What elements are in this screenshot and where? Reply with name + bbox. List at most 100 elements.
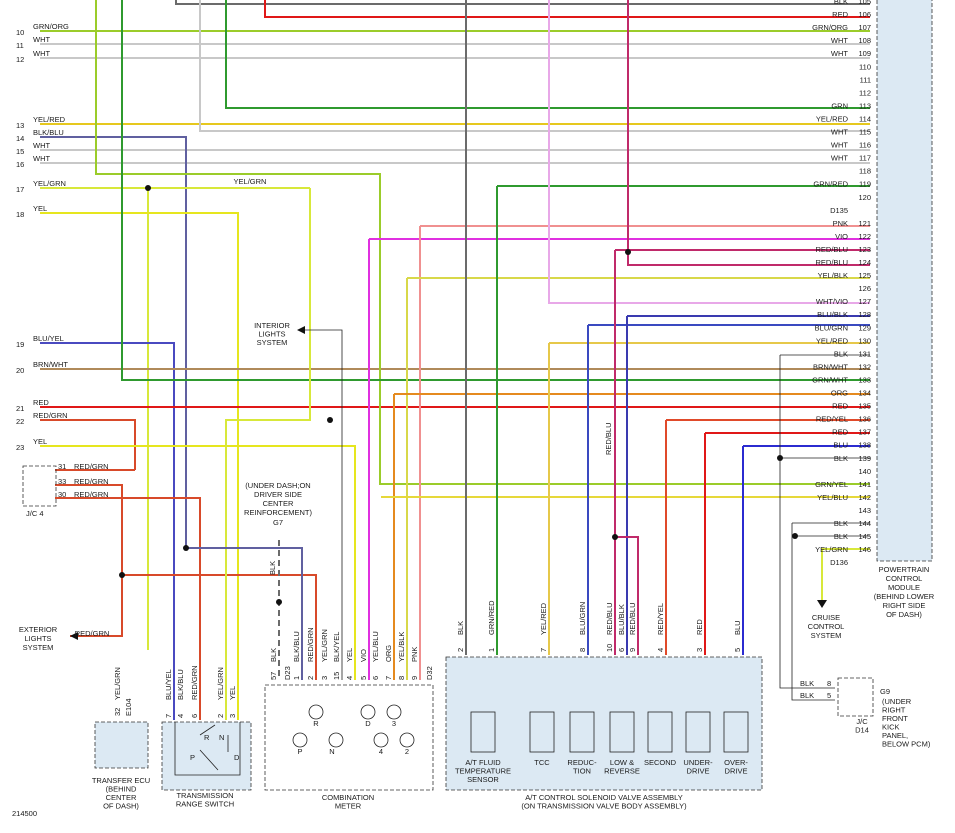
pcm-pin-number: 106	[858, 10, 871, 19]
left-pin-wire-label: RED/GRN	[33, 411, 68, 420]
pcm-pin-number: 125	[858, 271, 871, 280]
solenoid-item-label: DRIVE	[725, 767, 748, 776]
left-pin-number: 22	[16, 417, 24, 426]
pcm-wire-label: VIO	[835, 232, 848, 241]
trs-caption: RANGE SWITCH	[176, 800, 234, 809]
pcm-wire-label: BRN/WHT	[813, 362, 848, 371]
pcm-pin-number: 146	[858, 545, 871, 554]
solenoid-item-label: A/T FLUID	[465, 758, 501, 767]
pcm-wire-label: BLK	[834, 532, 848, 541]
left-pin-wire-label: GRN/ORG	[33, 22, 69, 31]
trs-pin: 2	[216, 714, 225, 718]
trs-caption: TRANSMISSION	[176, 791, 233, 800]
pcm-wire-label: D136	[830, 558, 848, 567]
pcm-pin-number: 113	[859, 101, 871, 110]
meter-lamp-icon	[373, 732, 389, 748]
pcm-wire-label: WHT/VIO	[816, 297, 848, 306]
solenoid-coil-icon	[470, 711, 496, 753]
transfer-ecu-box	[94, 721, 149, 769]
trs-pin: 6	[190, 714, 199, 718]
meter-wire-label: PNK	[410, 647, 419, 662]
cruise-control-label: CRUISE	[812, 613, 840, 622]
pcm-wire-label: BLU	[833, 441, 848, 450]
left-pin-wire-label: YEL/RED	[33, 115, 66, 124]
trs-wire-label: BLK/BLU	[176, 669, 185, 700]
pcm-caption: RIGHT SIDE	[883, 601, 926, 610]
pcm-pin-number: 111	[860, 75, 871, 84]
meter-pin: 9	[410, 676, 419, 680]
meter-conn-d23: D23	[283, 666, 292, 680]
solenoid-pin: 7	[539, 648, 548, 652]
left-pin-number: 23	[16, 443, 24, 452]
pcm-pin-number: 130	[858, 336, 871, 345]
solenoid-caption: A/T CONTROL SOLENOID VALVE ASSEMBLY	[525, 793, 683, 802]
solenoid-item-label: REDUC-	[567, 758, 597, 767]
solenoid-item-label: SENSOR	[467, 775, 499, 784]
meter-pin: 4	[345, 676, 354, 680]
pcm-pin-number: 137	[858, 428, 871, 437]
meter-lamp-label: N	[329, 747, 334, 756]
pcm-wire-label: GRN/YEL	[815, 480, 848, 489]
pcm-wire-label: BLK	[834, 349, 848, 358]
pcm-pin-number: 127	[858, 297, 871, 306]
pcm-pin-number: 141	[858, 480, 871, 489]
pcm-pin-number: 143	[858, 506, 871, 515]
ground-location-note: REINFORCEMENT)	[244, 508, 312, 517]
left-pin-number: 10	[16, 28, 24, 37]
meter-pin: 6	[371, 676, 380, 680]
left-pin-number: 12	[16, 55, 24, 64]
ground-location-note: CENTER	[263, 499, 294, 508]
pcm-module-box	[876, 0, 933, 562]
left-pin-wire-label: RED	[33, 398, 49, 407]
solenoid-wire-label: RED/BLU	[628, 602, 637, 635]
solenoid-coil-icon	[529, 711, 555, 753]
ext-red-grn-label: RED/GRN	[75, 629, 110, 638]
pcm-pin-number: 136	[858, 415, 871, 424]
trs-position-label: D	[234, 753, 240, 762]
left-pin-number: 17	[16, 185, 24, 194]
trs-wire-label: YEL	[228, 686, 237, 700]
left-pin-wire-label: YEL	[33, 437, 47, 446]
pcm-wire-label: ORG	[831, 389, 848, 398]
pcm-wire-label: YEL/GRN	[815, 545, 848, 554]
pcm-wire-label: YEL/RED	[816, 336, 849, 345]
solenoid-wire-label: GRN/RED	[487, 600, 496, 635]
left-pin-wire-label: BLK/BLU	[33, 128, 64, 137]
meter-lamp-icon	[292, 732, 308, 748]
pcm-wire-label: RED/YEL	[816, 415, 848, 424]
interior-lights-label: SYSTEM	[257, 338, 288, 347]
meter-wire-label: RED/GRN	[306, 627, 315, 662]
solenoid-wire-label: YEL/RED	[539, 602, 548, 635]
meter-wire-label: YEL/BLK	[397, 632, 406, 662]
splice-dots	[119, 185, 798, 605]
pcm-pin-number: 116	[859, 141, 871, 150]
interior-lights-label: INTERIOR	[254, 321, 290, 330]
meter-pin: 2	[306, 676, 315, 680]
solenoid-pin: 3	[695, 648, 704, 652]
pcm-pin-number: 123	[858, 245, 871, 254]
pcm-pin-number: 122	[858, 232, 871, 241]
solenoid-coil-icon	[569, 711, 595, 753]
exterior-lights-label: SYSTEM	[23, 643, 54, 652]
solenoid-pin: 1	[487, 648, 496, 652]
meter-conn-d32: D32	[425, 666, 434, 680]
g9-ground-note: KICK	[882, 723, 900, 732]
cruise-control-label: CONTROL	[808, 622, 845, 631]
pcm-pin-number: 134	[858, 389, 871, 398]
pcm-wire-label: YEL/BLU	[817, 493, 848, 502]
g9-ground-note: (UNDER	[882, 697, 912, 706]
jc4-pin: 31	[58, 462, 66, 471]
exterior-lights-arrow-icon	[70, 632, 78, 640]
pcm-pin-number: 121	[858, 219, 871, 228]
solenoid-wire-label: BLU/BLK	[617, 604, 626, 635]
solenoid-item-label: UNDER-	[683, 758, 713, 767]
pcm-wire-label: GRN/RED	[813, 180, 848, 189]
meter-wire-label: VIO	[359, 649, 368, 662]
jcd14-wire-label: BLK	[800, 679, 814, 688]
left-pin-wire-label: WHT	[33, 141, 50, 150]
pcm-pin-number: 139	[858, 454, 871, 463]
solenoid-pin: 6	[617, 648, 626, 652]
meter-lamp-icon	[360, 704, 376, 720]
pcm-pin-number: 140	[858, 467, 871, 476]
